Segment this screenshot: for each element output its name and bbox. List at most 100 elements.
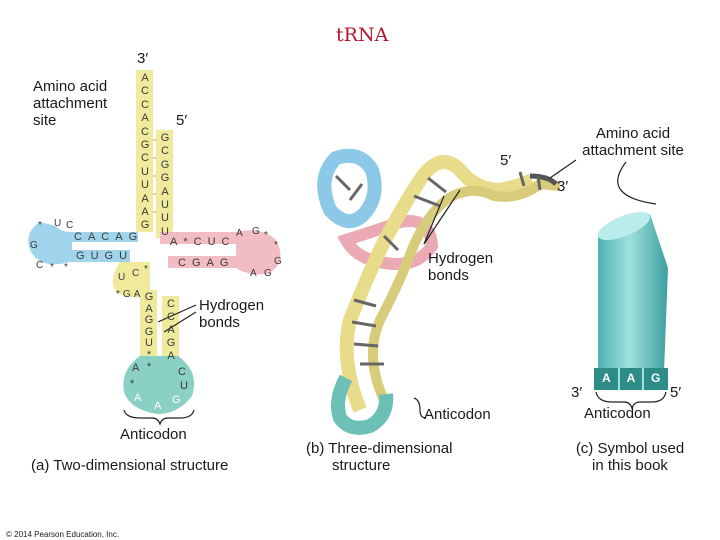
base: * <box>146 360 152 373</box>
base: U <box>161 212 169 225</box>
base: G <box>144 314 154 327</box>
base: G <box>104 250 118 262</box>
junction-bases: * G A <box>116 289 140 300</box>
base: G <box>264 268 272 279</box>
base: C <box>167 311 175 323</box>
base: C <box>141 85 149 98</box>
base: A <box>133 289 141 300</box>
attachment-label-b-line-2: attachment site <box>582 142 684 159</box>
variable-loop-bases: U C * <box>114 264 154 296</box>
base: A <box>170 236 182 248</box>
variable-loop <box>112 262 150 298</box>
base: G <box>274 256 282 267</box>
caption-a: (a) Two-dimensional structure <box>31 457 229 474</box>
base: U <box>90 250 103 262</box>
symbol-body <box>598 214 668 372</box>
anticodon-stem-left-bases: G A G G U * * <box>142 291 156 373</box>
ribbon-3-prime-tail <box>529 173 558 186</box>
acceptor-left-bases: A C C A C G C U U A A G <box>138 72 152 233</box>
base: G <box>144 325 154 338</box>
base: A <box>626 371 636 385</box>
base: * <box>144 264 148 275</box>
caption-b-line-2: structure <box>332 457 391 474</box>
anticodon-label-a: Anticodon <box>120 426 187 443</box>
copyright: © 2014 Pearson Education, Inc. <box>6 530 120 539</box>
acceptor-strand-left <box>136 70 153 232</box>
base: U <box>141 179 149 192</box>
ribbon-base-rungs <box>334 171 542 366</box>
base: A <box>87 231 100 243</box>
base: C <box>161 145 169 158</box>
anticodon-brace-c <box>595 391 667 410</box>
base: * <box>50 262 54 273</box>
three-prime-label-c: 3′ <box>571 384 583 401</box>
hydrogen-bonds-label-b: Hydrogen bonds <box>428 250 493 284</box>
attachment-site-label-b: Amino acid attachment site <box>568 125 698 159</box>
base: G <box>172 394 181 406</box>
anticodon-bases-c: A A G <box>594 371 668 385</box>
base: U <box>180 380 188 392</box>
t-arm <box>160 230 281 275</box>
attachment-pointer-b <box>549 159 577 179</box>
five-prime-label-a: 5′ <box>176 112 188 129</box>
base: U <box>161 199 169 212</box>
base: A <box>141 206 149 219</box>
anticodon-label-b: Anticodon <box>424 406 491 423</box>
caption-c-line-2: in this book <box>592 457 668 474</box>
base: A <box>141 112 149 125</box>
t-arm-top-bases: A * C U C <box>170 236 233 248</box>
title: tRNA <box>336 24 389 46</box>
anticodon-stem-right-bases: C C A G A <box>164 298 178 363</box>
base: C <box>141 98 149 111</box>
base: C <box>74 231 86 243</box>
base: C <box>193 236 206 248</box>
base: A <box>161 185 169 198</box>
base: A <box>250 268 257 279</box>
base: G <box>30 240 38 251</box>
base: U <box>119 250 132 262</box>
five-prime-label-b: 5′ <box>500 152 512 169</box>
base: G <box>651 371 661 385</box>
base: * <box>183 236 192 248</box>
three-dimensional-structure <box>317 148 577 435</box>
base: * <box>146 348 152 361</box>
base: U <box>207 236 220 248</box>
anticodon-stem-left <box>140 290 157 370</box>
attachment-site-label-a: Amino acid attachment site <box>33 78 107 129</box>
hbond-label-b-line-2: bonds <box>428 267 469 284</box>
base: G <box>160 172 170 185</box>
base: A <box>154 400 162 412</box>
hbond-label-b-line-1: Hydrogen <box>428 250 494 267</box>
base: C <box>178 366 186 378</box>
five-prime-label-c: 5′ <box>670 384 682 401</box>
t-arm-bottom-bases: C G A G <box>178 257 232 269</box>
d-arm <box>28 222 139 265</box>
hbond-label-line-2: bonds <box>199 314 240 331</box>
attachment-label-b-line-1: Amino acid <box>595 125 671 142</box>
base: C <box>178 257 190 269</box>
base: A <box>167 324 175 336</box>
hbond-pointer-b2 <box>423 195 445 245</box>
base: G <box>160 158 170 171</box>
caption-b: (b) Three-dimensional structure <box>306 440 452 474</box>
base: * <box>64 262 68 273</box>
base: A <box>141 192 149 205</box>
caption-c-line-1: (c) Symbol used <box>575 440 685 457</box>
base: C <box>132 268 140 279</box>
base: A <box>115 231 127 243</box>
attachment-pointer-c <box>617 161 657 205</box>
base: * <box>130 378 135 390</box>
base: A <box>206 257 218 269</box>
symbol-anticodon-block <box>594 368 668 390</box>
anticodon-loop-bases: A * A A G U C <box>122 360 198 414</box>
base: G <box>122 289 131 300</box>
caption-c: (c) Symbol used in this book <box>560 440 700 474</box>
base: * <box>274 240 278 251</box>
ribbon-anticodon <box>331 374 394 435</box>
base: C <box>101 231 114 243</box>
hydrogen-bonds-label-a: Hydrogen bonds <box>199 297 264 331</box>
base: C <box>36 260 44 271</box>
three-prime-label-b: 3′ <box>557 178 569 195</box>
attachment-label-line-3: site <box>33 112 57 129</box>
